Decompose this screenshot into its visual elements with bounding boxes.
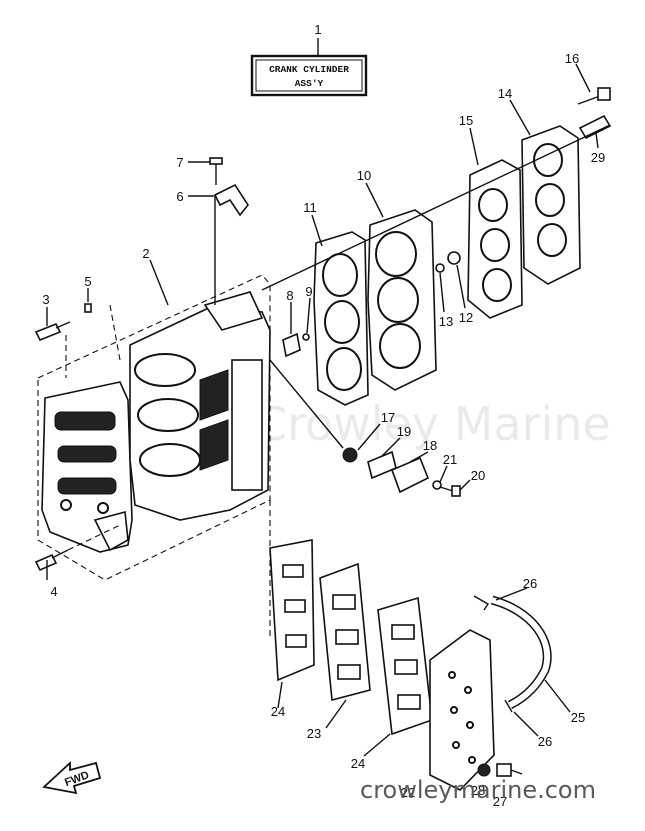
washer-21 [432, 480, 442, 490]
washer-13 [435, 263, 445, 273]
bolt-9 [302, 333, 310, 341]
cylinder-block [129, 291, 271, 521]
assembly-centerline [261, 124, 611, 291]
callout-14: 14 [498, 86, 512, 101]
assembly-title-box: CRANK CYLINDER ASS'Y [250, 38, 368, 97]
hose-clip-26-lower [504, 699, 513, 713]
callout-9: 9 [305, 284, 312, 299]
fitting-17 [269, 359, 358, 463]
exhaust-outer-cover-22 [429, 629, 495, 791]
callout-17: 17 [381, 410, 395, 425]
callout-2: 2 [142, 246, 149, 261]
bolt-27 [496, 763, 523, 777]
callout-5: 5 [84, 274, 91, 289]
callout-4: 4 [50, 584, 57, 599]
callout-15: 15 [459, 113, 473, 128]
cylinder-head-10 [367, 209, 437, 391]
assembly-title-line1: CRANK CYLINDER [269, 64, 349, 75]
bolt-16 [577, 87, 611, 105]
callout-6: 6 [176, 189, 183, 204]
crankcase-outline [37, 274, 271, 640]
callout-22: 22 [401, 785, 415, 800]
callout-23: 23 [307, 726, 321, 741]
callout-24-upper: 24 [271, 704, 285, 719]
plate-8 [282, 332, 301, 358]
bolt-4 [34, 524, 121, 572]
site-url: crowleymarine.com [360, 776, 596, 804]
callout-29: 29 [591, 150, 605, 165]
forward-arrow-icon: FWD [42, 760, 102, 795]
hose-25 [490, 595, 552, 710]
leader-lines [46, 63, 599, 757]
callout-21: 21 [443, 452, 457, 467]
callout-20: 20 [471, 468, 485, 483]
callout-numbers: 1 2 3 4 5 6 7 8 9 10 11 12 13 14 15 16 1… [42, 22, 605, 809]
callout-12: 12 [459, 310, 473, 325]
washer-28 [477, 763, 491, 777]
hose-clip-26-upper [473, 595, 489, 611]
callout-16: 16 [565, 51, 579, 66]
callout-8: 8 [286, 288, 293, 303]
exhaust-inner-plate-23 [319, 562, 371, 702]
callout-19: 19 [397, 424, 411, 439]
bolt-20 [439, 485, 461, 497]
bracket-6 [213, 183, 249, 305]
callout-24-lower: 24 [351, 756, 365, 771]
screw-7 [209, 157, 223, 185]
assembly-title-line2: ASS'Y [295, 78, 324, 89]
callout-13: 13 [439, 314, 453, 329]
head-gasket-11 [313, 231, 369, 406]
callout-3: 3 [42, 292, 49, 307]
crankcase-left-half [41, 381, 133, 553]
callout-26-upper: 26 [523, 576, 537, 591]
callout-27: 27 [493, 794, 507, 809]
callout-28: 28 [471, 783, 485, 798]
head-cover-gasket-15 [467, 159, 523, 319]
dowel-pin-5 [84, 303, 92, 313]
callout-18: 18 [423, 438, 437, 453]
callout-26-lower: 26 [538, 734, 552, 749]
head-cover-14 [521, 125, 581, 285]
cover-18 [390, 456, 430, 494]
exhaust-gasket-24-upper [269, 539, 315, 682]
callout-11: 11 [303, 200, 317, 215]
callout-7: 7 [176, 155, 183, 170]
callout-1: 1 [314, 22, 321, 37]
spark-plug-29 [578, 114, 612, 140]
callout-10: 10 [357, 168, 371, 183]
callout-25: 25 [571, 710, 585, 725]
bolt-3 [34, 321, 71, 342]
watermark: Crowley Marine [255, 397, 611, 451]
thermostat-12 [447, 251, 461, 265]
exhaust-gasket-24-lower [377, 596, 433, 736]
